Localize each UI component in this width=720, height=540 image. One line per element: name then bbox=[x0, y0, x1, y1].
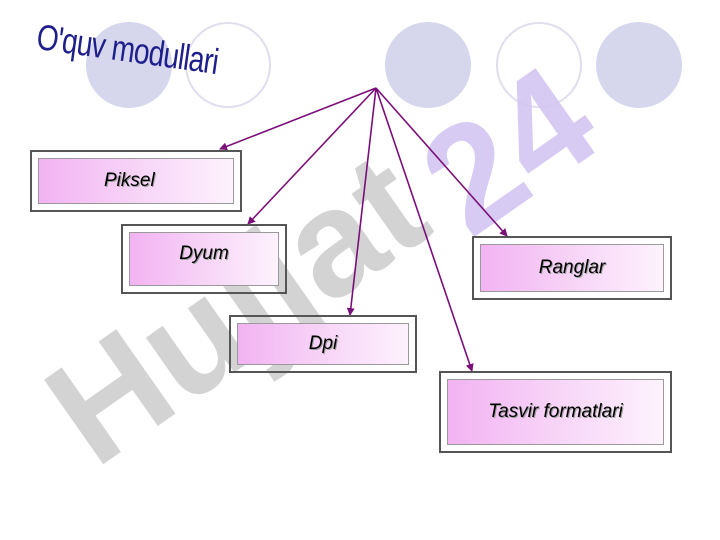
arrow-to-tasvir bbox=[375, 87, 474, 372]
decor-circle bbox=[86, 22, 172, 108]
decor-circle bbox=[596, 22, 682, 108]
node-dyum: Dyum bbox=[121, 224, 287, 294]
arrow-to-piksel bbox=[219, 87, 377, 151]
node-ranglar: Ranglar bbox=[472, 236, 672, 300]
arrow-to-dyum bbox=[247, 87, 377, 225]
decor-circle bbox=[385, 22, 471, 108]
decor-circle bbox=[185, 22, 271, 108]
node-piksel: Piksel bbox=[30, 150, 242, 212]
node-label: Tasvir formatlari bbox=[488, 401, 623, 422]
decor-circle bbox=[496, 22, 582, 108]
node-label: Piksel bbox=[104, 170, 155, 191]
node-dpi: Dpi bbox=[229, 315, 417, 373]
node-label: Dyum bbox=[179, 243, 229, 264]
node-label: Ranglar bbox=[538, 257, 606, 278]
node-tasvir-formatlari: Tasvir formatlari bbox=[439, 371, 672, 453]
arrow-to-dpi bbox=[346, 87, 377, 316]
node-label: Dpi bbox=[308, 333, 338, 354]
arrow-to-ranglar bbox=[375, 87, 508, 237]
